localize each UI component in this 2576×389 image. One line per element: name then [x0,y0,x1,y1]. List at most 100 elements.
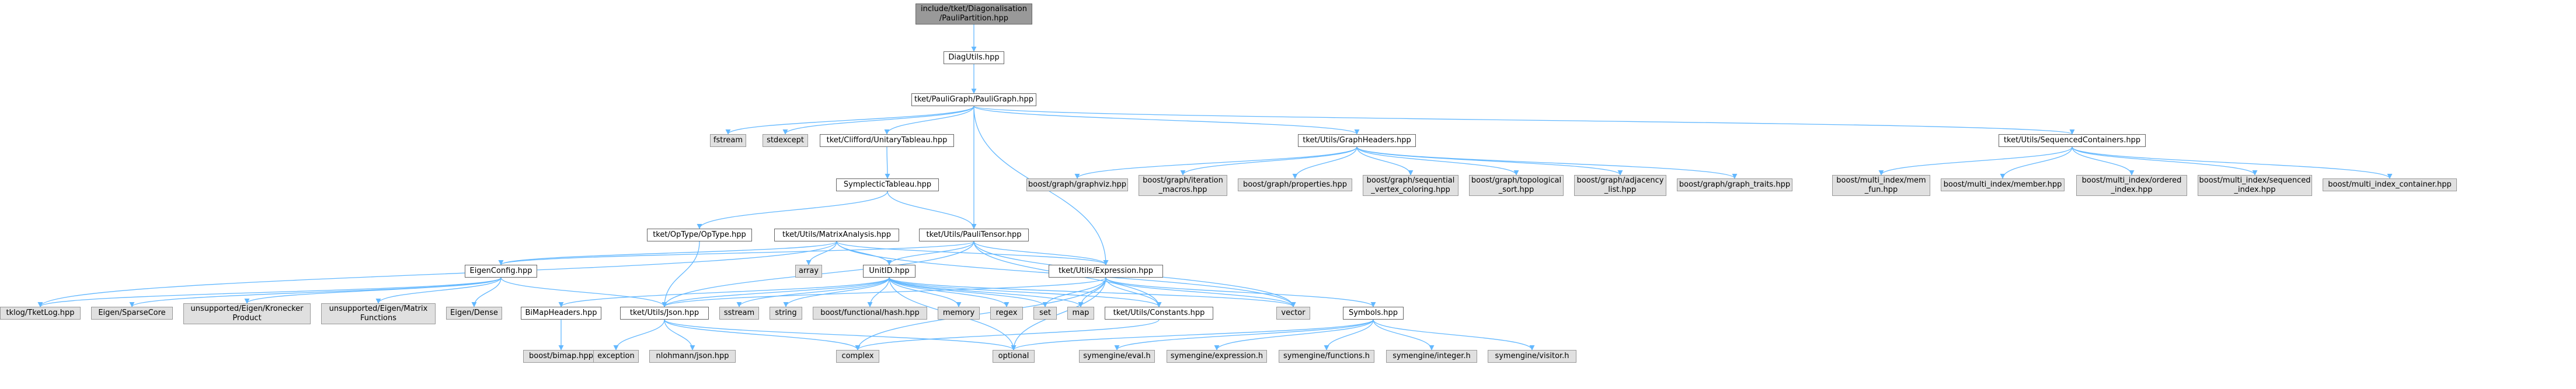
node-boost-iteration-macros: boost/graph/iteration _macros.hpp [1139,175,1227,196]
edge-symplectic-to-paulitensor [887,191,977,229]
node-boost-topological-sort: boost/graph/topological _sort.hpp [1469,175,1564,196]
edge-eigenconfig-to-eigendense [471,277,502,307]
edge-unitid-to-sstream [736,277,890,307]
edge-seqcontainers-to-member [2000,146,2073,179]
node-fstream: fstream [710,134,746,147]
node-set: set [1033,307,1057,320]
edge-seqcontainers-to-sequenced_index [2072,146,2258,176]
node-sequenced-containers[interactable]: tket/Utils/SequencedContainers.hpp [1999,134,2146,147]
node-eigen-config[interactable]: EigenConfig.hpp [465,265,537,278]
node-eigen-matrix-functions: unsupported/Eigen/Matrix Functions [321,303,436,324]
node-eigen-kronecker-product: unsupported/Eigen/Kronecker Product [183,303,311,324]
node-complex: complex [836,350,879,363]
node-pauli-tensor[interactable]: tket/Utils/PauliTensor.hpp [919,229,1029,241]
edge-unitid-to-vector [889,277,1296,307]
node-pauli-graph[interactable]: tket/PauliGraph/PauliGraph.hpp [911,93,1036,106]
node-unit-id[interactable]: UnitID.hpp [863,265,915,278]
edge-json-to-exception [613,319,665,351]
node-boost-member: boost/multi_index/member.hpp [1941,178,2065,191]
edge-symbols-to-sym_expression [1214,319,1374,351]
node-optional: optional [993,350,1035,363]
node-exception: exception [593,350,639,363]
node-boost-graph-traits: boost/graph/graph_traits.hpp [1677,178,1792,191]
edge-eigenconfig-to-tklog [37,277,502,307]
edge-matrixanalysis-to-expression [836,241,1109,265]
node-boost-sequential-vertex-coloring: boost/graph/sequential _vertex_coloring.… [1363,175,1458,196]
node-memory: memory [938,307,980,320]
node-regex: regex [990,307,1023,320]
edge-eigenconfig-to-json [500,277,667,307]
edge-graphheaders-to-graphviz [1074,146,1357,179]
edge-seqcontainers-to-mem_fun [1878,146,2073,176]
edge-seqcontainers-to-ordered_index [2072,146,2135,176]
node-diag-utils[interactable]: DiagUtils.hpp [944,51,1004,64]
node-unitary-tableau[interactable]: tket/Clifford/UnitaryTableau.hpp [820,134,954,147]
node-string: string [770,307,802,320]
edge-symplectic-to-optype [697,191,888,229]
node-symplectic-tableau[interactable]: SymplecticTableau.hpp [836,178,939,191]
edge-unitid-to-json [662,277,890,307]
node-boost-adjacency-list: boost/graph/adjacency _list.hpp [1574,175,1666,196]
node-tket-log: tklog/TketLog.hpp [0,307,81,320]
node-op-type[interactable]: tket/OpType/OpType.hpp [647,229,752,241]
node-boost-sequenced-index: boost/multi_index/sequenced _index.hpp [2198,175,2312,196]
edge-matrixanalysis-to-eigenconfig [498,241,837,265]
node-expression[interactable]: tket/Utils/Expression.hpp [1049,265,1163,278]
node-symengine-expression: symengine/expression.h [1167,350,1267,363]
node-boost-ordered-index: boost/multi_index/ordered _index.hpp [2076,175,2187,196]
edge-graphheaders-to-iteration_macros [1180,146,1357,176]
node-eigen-dense: Eigen/Dense [446,307,502,320]
edge-expression-to-json [662,277,1106,307]
edge-unitid-to-constants [889,277,1162,307]
edge-expression-to-complex [855,277,1106,351]
edge-unitid-to-memory [889,277,962,307]
node-matrix-analysis[interactable]: tket/Utils/MatrixAnalysis.hpp [774,229,899,241]
node-boost-bimap: boost/bimap.hpp [523,350,599,363]
node-boost-functional-hash: boost/functional/hash.hpp [813,307,927,320]
edge-constants-to-complex [855,319,1160,351]
edge-eigenconfig-to-kronecker [244,277,502,304]
node-sstream: sstream [719,307,759,320]
node-symengine-integer: symengine/integer.h [1386,350,1477,363]
edge-graphheaders-to-graph_traits [1356,146,1738,179]
edge-pauligraph-to-stdexcept [782,106,974,135]
edge-pauligraph-to-fstream [725,106,974,135]
edge-paulitensor-to-eigenconfig [498,241,974,265]
edge-seqcontainers-to-multi_index_container [2072,146,2393,179]
edge-paulitensor-to-unitid [886,241,974,265]
edge-graphheaders-to-seq_vertex_coloring [1356,146,1414,176]
edge-expression-to-optional [1011,277,1106,351]
node-symbols[interactable]: Symbols.hpp [1343,307,1404,320]
node-graph-headers[interactable]: tket/Utils/GraphHeaders.hpp [1298,134,1416,147]
edge-graphheaders-to-properties [1292,146,1357,179]
node-json[interactable]: tket/Utils/Json.hpp [620,307,709,320]
edge-symbols-to-sym_functions [1324,319,1374,351]
node-symengine-visitor: symengine/visitor.h [1488,350,1576,363]
edge-pauligraph-to-unitarytableau [884,106,974,135]
edge-graphheaders-to-topological_sort [1356,146,1519,176]
edge-json-to-nlohmann [664,319,695,351]
edge-eigenconfig-to-matrixfunctions [375,277,502,304]
edge-expression-to-set [1042,277,1106,307]
node-stdexcept: stdexcept [763,134,808,147]
edge-symbols-to-sym_visitor [1373,319,1535,351]
edge-unitid-to-bimapheaders [558,277,890,307]
node-bimap-headers[interactable]: BiMapHeaders.hpp [521,307,601,320]
edge-symbols-to-sym_integer [1373,319,1435,351]
node-map: map [1067,307,1094,320]
node-vector: vector [1276,307,1310,320]
node-nlohmann-json: nlohmann/json.hpp [649,350,736,363]
edge-json-to-optional [664,319,1017,351]
edge-symbols-to-sym_eval [1114,319,1374,351]
node-array: array [795,265,822,278]
edge-matrixanalysis-to-array [806,241,837,265]
node-boost-multi-index-container: boost/multi_index_container.hpp [2323,178,2457,191]
edge-json-to-complex [664,319,861,351]
edge-expression-to-constants [1105,277,1162,307]
node-eigen-sparse-core: Eigen/SparseCore [91,307,173,320]
edge-matrixanalysis-to-tklog [37,241,837,307]
node-symengine-functions: symengine/functions.h [1279,350,1374,363]
node-constants[interactable]: tket/Utils/Constants.hpp [1105,307,1213,320]
node-boost-properties: boost/graph/properties.hpp [1238,178,1352,191]
